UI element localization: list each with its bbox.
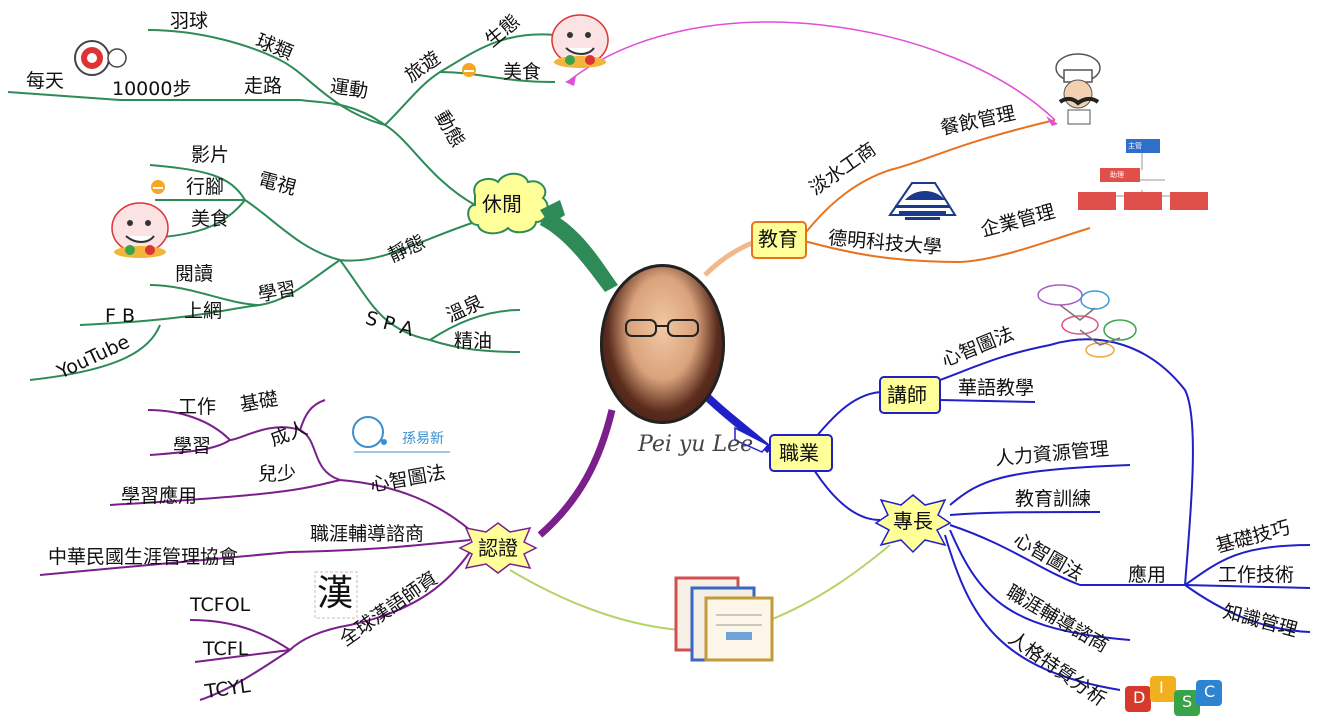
trip-label[interactable]: 行腳 [186,176,225,198]
disc-i: I [1159,678,1164,697]
education-branch-lines [799,119,1091,264]
leisure-branch-lines [7,29,556,381]
lecturer-node-shape [879,376,941,414]
certification-node-shape [458,522,538,574]
food-link-arrow [569,21,1056,121]
certification-branch-lines [39,399,471,701]
han-glyph-box [314,571,358,619]
takming-logo [888,182,957,220]
chef-icon [1055,53,1101,125]
smiley-icon-travel [462,63,476,77]
learn-label[interactable]: 學習 [173,435,212,457]
cert-connector-right [769,544,891,621]
tv-food-label[interactable]: 美食 [191,208,230,230]
smiley-icon-tv [151,180,165,194]
learn-app-label[interactable]: 學習應用 [121,485,198,507]
sun-yixin-logo-text: 孫易新 [402,431,444,447]
daily-label[interactable]: 每天 [26,70,65,92]
mindmap-doodle [1037,284,1137,358]
travel-food-label[interactable]: 美食 [503,61,542,83]
oil-label[interactable]: 精油 [454,330,493,352]
disc-c: C [1204,682,1216,701]
certification-node[interactable]: 認證 [478,536,518,560]
career-node[interactable]: 職業 [779,441,819,465]
pointing-hand-icon [734,426,770,453]
education-trunk [703,240,753,277]
sun-yixin-logo [352,416,450,453]
org-chart-mid: 助理 [1110,171,1124,179]
certificates-image [674,576,774,662]
disc-blocks [1125,676,1222,716]
lecturer-node[interactable]: 講師 [887,383,927,407]
han-glyph: 漢 [317,573,354,614]
signature: Pei yu Lee [638,432,754,457]
fb-label[interactable]: F B [105,305,136,327]
disc-d: D [1133,688,1146,707]
career-node-shape [769,434,833,472]
leisure-node[interactable]: 休閒 [482,192,522,216]
assoc-label[interactable]: 中華民國生涯管理協會 [48,546,239,568]
glasses-icon [625,319,699,337]
apply-label[interactable]: 應用 [1128,564,1167,586]
steps-label[interactable]: 10000步 [112,78,192,100]
green-hand-icon [540,200,565,225]
food-cartoon-travel [551,14,609,68]
cert-connector-left [509,569,681,631]
training-label[interactable]: 教育訓練 [1015,488,1092,510]
food-link-arrowhead-left [565,76,576,86]
food-cartoon-tv [111,202,169,258]
org-chart-top: 主管 [1128,142,1142,150]
certification-trunk [537,409,616,538]
career-branch-lines [804,338,1311,691]
tcfl-label[interactable]: TCFL [203,638,249,660]
education-node[interactable]: 教育 [758,227,798,251]
work-label[interactable]: 工作 [178,396,217,418]
center-portrait [600,264,725,424]
work-tech-label[interactable]: 工作技術 [1218,564,1295,586]
film-label[interactable]: 影片 [191,144,230,166]
child-label[interactable]: 兒少 [258,463,297,485]
target-icon [74,40,127,76]
online-label[interactable]: 上網 [184,300,223,322]
cert-career-label[interactable]: 職涯輔導諮商 [310,523,425,545]
chinese-teaching-label[interactable]: 華語教學 [958,377,1035,399]
expertise-node-shape [874,494,952,554]
badminton-label[interactable]: 羽球 [170,10,209,32]
leisure-trunk [540,210,618,292]
tcfol-label[interactable]: TCFOL [190,594,251,616]
reading-label[interactable]: 閱讀 [175,263,214,285]
walk-label[interactable]: 走路 [244,75,283,97]
education-node-shape [751,221,807,259]
sport-label[interactable]: 運動 [328,75,370,103]
disc-s: S [1182,692,1193,711]
food-link-arrowhead-right [1046,116,1058,126]
expertise-node[interactable]: 專長 [893,509,933,533]
org-chart-image [1078,139,1208,210]
